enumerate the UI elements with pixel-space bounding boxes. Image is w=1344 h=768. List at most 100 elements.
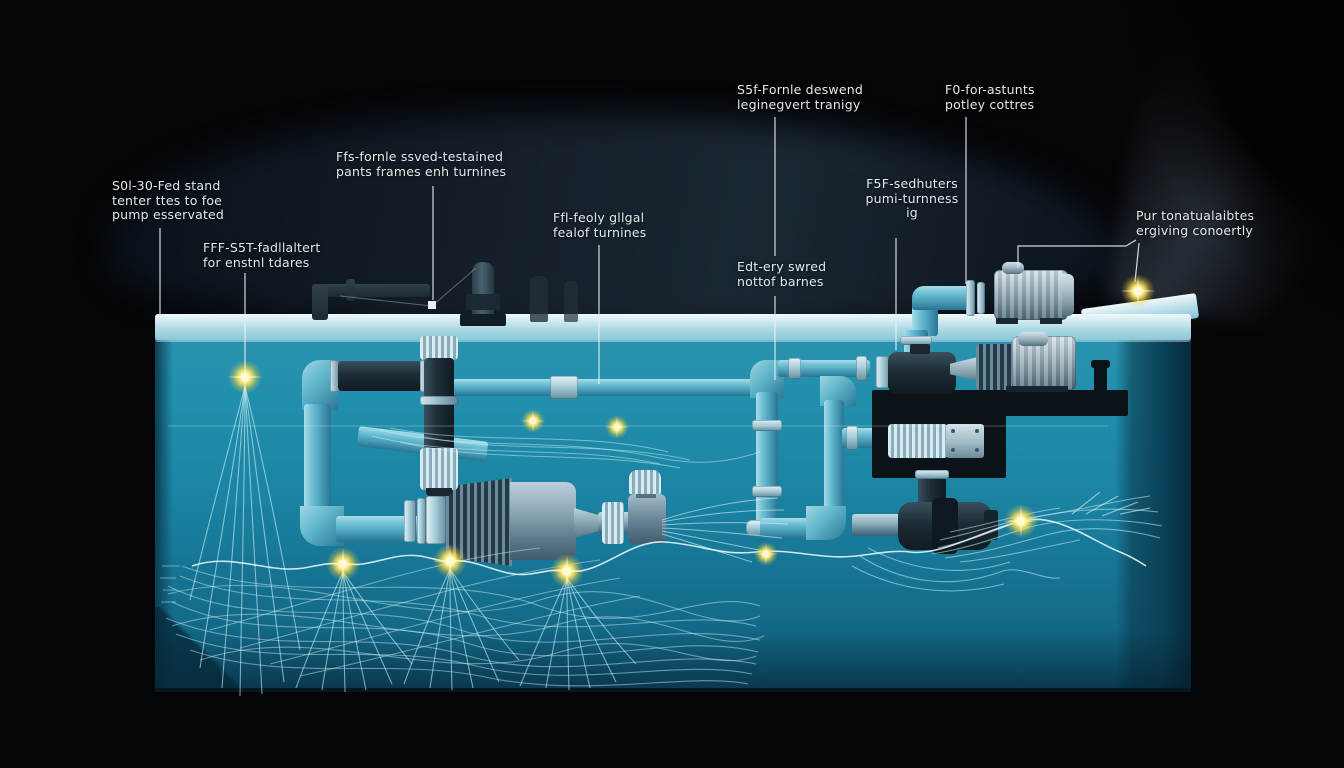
down-pipe — [304, 404, 331, 514]
annotation-label-3: Ffs-fornle ssved-testained pants frames … — [336, 149, 507, 179]
label-line: nottof barnes — [737, 273, 824, 289]
annotation-label-9: Pur tonatualaibtes ergiving conoertly — [1136, 208, 1255, 238]
pipe-coupling — [915, 470, 949, 479]
pipe-coupling — [788, 358, 801, 379]
annotation-label-2: FFF-S5T-fadllaltert for enstnl tdares — [203, 240, 320, 270]
pump-body — [510, 482, 576, 560]
silhouette-ghost-valve — [530, 276, 548, 322]
plate-handle — [1094, 364, 1107, 392]
plate-handle-top — [1091, 360, 1110, 368]
glow-light — [326, 547, 360, 581]
bolt — [951, 448, 955, 452]
coupling-disc — [977, 282, 985, 314]
label-line: S5f-Fornle deswend — [737, 82, 863, 97]
glow-light — [228, 360, 262, 394]
label-line: Ffs-fornle ssved-testained — [336, 149, 504, 164]
ball-valve-cap — [984, 510, 998, 540]
union-coupling — [602, 502, 624, 544]
bolt — [975, 429, 979, 433]
motor-feet — [1006, 386, 1068, 392]
pipe-elbow — [806, 506, 846, 540]
glow-light — [521, 409, 545, 433]
pipe-coupling — [846, 426, 858, 450]
valve-stem — [636, 490, 656, 498]
annotation-label-5: S5f-Fornle deswend leginegvert tranigy — [737, 82, 863, 112]
pump-inlet-flange — [417, 498, 426, 544]
submerged-motor-fin-disc — [976, 344, 1014, 390]
pipe-coupling — [550, 376, 578, 399]
silhouette-standpipe-base — [460, 314, 506, 326]
label-line: ergiving conoertly — [1136, 222, 1254, 238]
column-lower-collar — [420, 448, 458, 490]
silhouette-pipe-elbow — [312, 284, 328, 320]
surface-motor-end-cap — [1062, 274, 1074, 316]
submerged-motor-top-block — [1018, 332, 1048, 346]
pump-inlet-flange — [404, 500, 416, 542]
valve-handwheel — [629, 470, 661, 494]
tank-floor-edge — [155, 688, 1191, 692]
label-line: Pur tonatualaibtes — [1136, 208, 1255, 223]
ball-valve-band — [932, 498, 958, 554]
upper-horizontal-pipe — [778, 360, 870, 377]
label-line: pumi-turnness — [865, 190, 959, 206]
actuator-cylinder — [888, 424, 948, 458]
label-line: potley cottres — [945, 96, 1035, 112]
label-line: leginegvert tranigy — [737, 96, 861, 112]
pipe-coupling — [752, 486, 782, 497]
label-line: Edt-ery swred — [737, 259, 827, 274]
valve-bonnet — [910, 344, 930, 354]
label-line: F5F-sedhuters — [866, 176, 958, 191]
silhouette-standpipe — [472, 262, 494, 320]
inline-filter-cylinder — [338, 361, 422, 391]
main-horizontal-pipe — [452, 379, 764, 396]
column-top-collar — [420, 336, 458, 360]
glow-light — [754, 542, 778, 566]
coupling-disc — [966, 280, 975, 316]
silhouette-standpipe-collar — [466, 294, 500, 310]
valve-stub-pipe — [852, 514, 904, 536]
glow-light — [433, 544, 467, 578]
label-line: S0l-30-Fed stand — [112, 178, 221, 193]
label-line: tenter ttes to foe — [112, 192, 223, 208]
annotation-label-8: F0-for-astunts potley cottres — [945, 82, 1035, 112]
label-line: pump esservated — [112, 207, 225, 222]
label-line: ig — [906, 205, 918, 220]
annotation-label-6: Edt-ery swred nottof barnes — [737, 259, 827, 289]
column-tip — [426, 488, 452, 496]
mounting-plate-arm — [1004, 390, 1128, 416]
glow-light — [1004, 504, 1038, 538]
label-line: for enstnl tdares — [203, 254, 310, 270]
tank-corner-shadow — [155, 607, 250, 692]
surface-motor-body — [994, 270, 1068, 320]
label-line: Ffl-feoly gllgal — [553, 210, 645, 225]
surface-motor-terminal-box — [1002, 262, 1024, 274]
annotation-label-1: S0l-30-Fed stand tenter ttes to foe pump… — [112, 178, 225, 223]
dark-valve-body — [888, 352, 956, 394]
riser-pipe — [824, 400, 844, 522]
bolt — [951, 429, 955, 433]
label-line: fealof turnines — [553, 224, 647, 240]
label-line: F0-for-astunts — [945, 82, 1035, 97]
bolt — [975, 448, 979, 452]
valve-flange — [876, 356, 890, 388]
pipe-coupling — [752, 420, 782, 431]
silhouette-ghost-valve — [564, 281, 578, 322]
column-band — [420, 396, 458, 405]
annotation-label-7: F5F-sedhuters pumi-turnness ig — [864, 176, 960, 221]
silhouette-flange — [346, 279, 355, 301]
column-body — [424, 358, 454, 454]
pipe-flange — [856, 356, 867, 381]
tank-floor-shade — [155, 630, 1191, 692]
glow-light — [605, 415, 629, 439]
motor-foot — [1040, 318, 1062, 324]
label-line: pants frames enh turnines — [336, 163, 507, 179]
surface-elbow-pipe — [912, 286, 974, 310]
pipe-end-cap — [330, 360, 340, 392]
riser-pipe — [756, 392, 778, 530]
outlet-valve-body — [628, 494, 666, 544]
glow-light — [1121, 274, 1155, 308]
glow-light — [550, 554, 584, 588]
annotation-label-4: Ffl-feoly gllgal fealof turnines — [553, 210, 647, 240]
pump-inlet-fitting — [426, 496, 446, 544]
